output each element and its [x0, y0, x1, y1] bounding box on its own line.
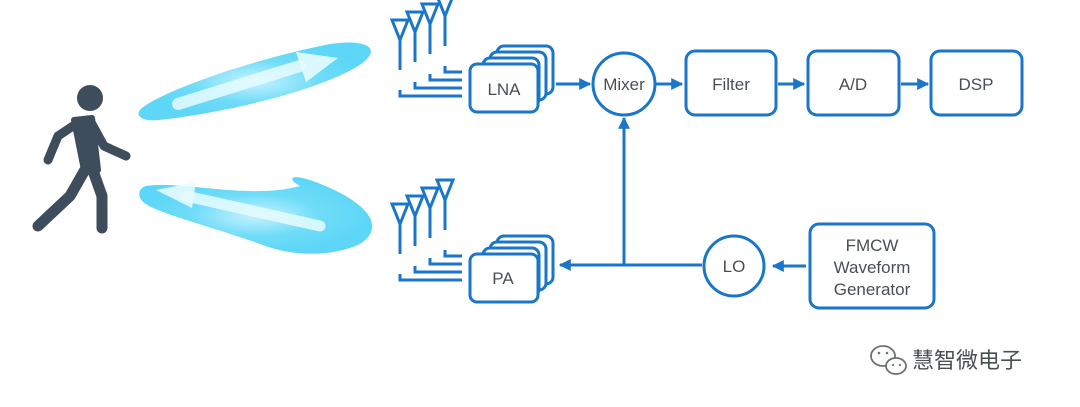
- lna-block: LNA: [468, 44, 555, 114]
- pa-block: PA: [468, 234, 555, 304]
- fmcw-generator-block: FMCW Waveform Generator: [808, 222, 936, 310]
- mixer-label: Mixer: [603, 75, 645, 94]
- pa-label: PA: [492, 269, 514, 288]
- dsp-label: DSP: [959, 75, 994, 94]
- reflected-beam: [139, 177, 373, 254]
- signal-wires: [556, 78, 930, 272]
- generator-line-3: Generator: [834, 280, 911, 299]
- watermark-text: 慧智微电子: [912, 349, 1022, 374]
- dsp-block: DSP: [929, 49, 1024, 117]
- walking-person-icon: [32, 85, 131, 234]
- lo-block: LO: [702, 234, 766, 298]
- wechat-icon: [870, 345, 907, 375]
- adc-block: A/D: [806, 49, 901, 117]
- filter-block: Filter: [684, 49, 778, 117]
- antenna-array-icon: [390, 0, 462, 98]
- adc-label: A/D: [839, 75, 867, 94]
- lna-label: LNA: [487, 80, 521, 99]
- tx-antenna-array-icon: [390, 178, 462, 282]
- filter-label: Filter: [712, 75, 750, 94]
- lo-label: LO: [723, 257, 746, 276]
- transmit-beam: [138, 42, 371, 121]
- mixer-block: Mixer: [591, 51, 657, 117]
- generator-line-1: FMCW: [846, 236, 899, 255]
- watermark: 慧智微电子: [870, 345, 1022, 375]
- generator-line-2: Waveform: [834, 258, 911, 277]
